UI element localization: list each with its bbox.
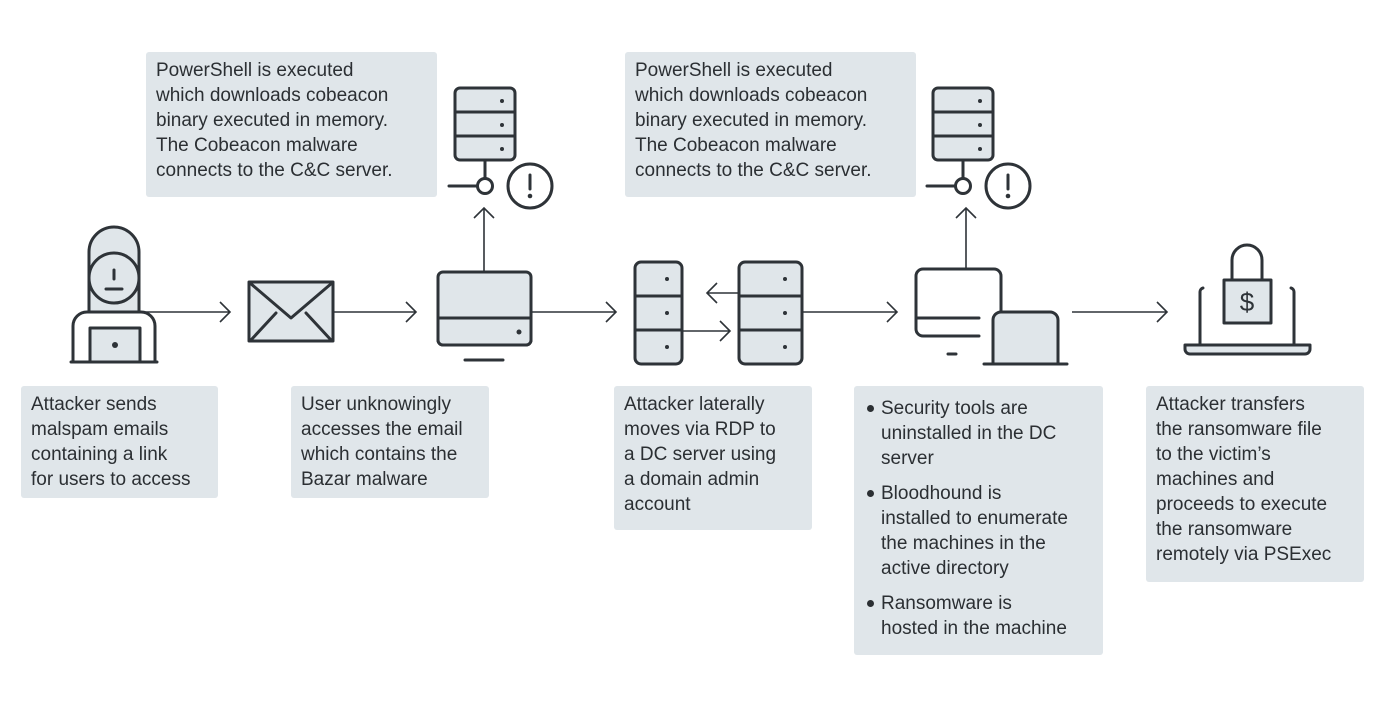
server-icon [447, 86, 517, 195]
server-pair-icon [633, 260, 804, 366]
bullet-item: Ransomware is hosted in the machine [864, 591, 1093, 641]
step-4-list: Security tools are uninstalled in the DC… [864, 396, 1093, 641]
step-2-box: User unknowingly accesses the email whic… [291, 386, 489, 498]
callout-text: PowerShell is executed which downloads c… [635, 60, 872, 181]
step-3-box: Attacker laterally moves via RDP to a DC… [614, 386, 812, 530]
arrow-icon [955, 206, 977, 268]
desktop-laptop-icon [914, 267, 1069, 366]
ransom-laptop-icon: $ [1183, 243, 1312, 356]
alert-icon [984, 162, 1032, 210]
bullet-item: Security tools are uninstalled in the DC… [864, 396, 1093, 471]
callout-text: PowerShell is executed which downloads c… [156, 60, 393, 181]
desktop-icon [436, 270, 533, 362]
callout-cc-server-1: PowerShell is executed which downloads c… [146, 52, 437, 197]
step-1-text: Attacker sends malspam emails containing… [31, 394, 191, 490]
step-2-text: User unknowingly accesses the email whic… [301, 394, 463, 490]
arrow-icon [333, 301, 418, 323]
step-5-text: Attacker transfers the ransomware file t… [1156, 394, 1332, 565]
envelope-icon [247, 280, 335, 343]
step-4-box: Security tools are uninstalled in the DC… [854, 386, 1103, 655]
attacker-icon [69, 225, 159, 364]
arrow-icon [802, 301, 899, 323]
arrow-icon [1072, 301, 1169, 323]
step-3-text: Attacker laterally moves via RDP to a DC… [624, 394, 777, 515]
arrow-icon [473, 206, 495, 272]
step-5-box: Attacker transfers the ransomware file t… [1146, 386, 1364, 582]
step-1-box: Attacker sends malspam emails containing… [21, 386, 218, 498]
callout-cc-server-2: PowerShell is executed which downloads c… [625, 52, 916, 197]
server-icon [925, 86, 995, 195]
alert-icon [506, 162, 554, 210]
arrow-icon [140, 301, 232, 323]
svg-text:$: $ [1240, 287, 1255, 317]
bullet-item: Bloodhound is installed to enumerate the… [864, 481, 1093, 581]
arrow-icon [531, 301, 618, 323]
